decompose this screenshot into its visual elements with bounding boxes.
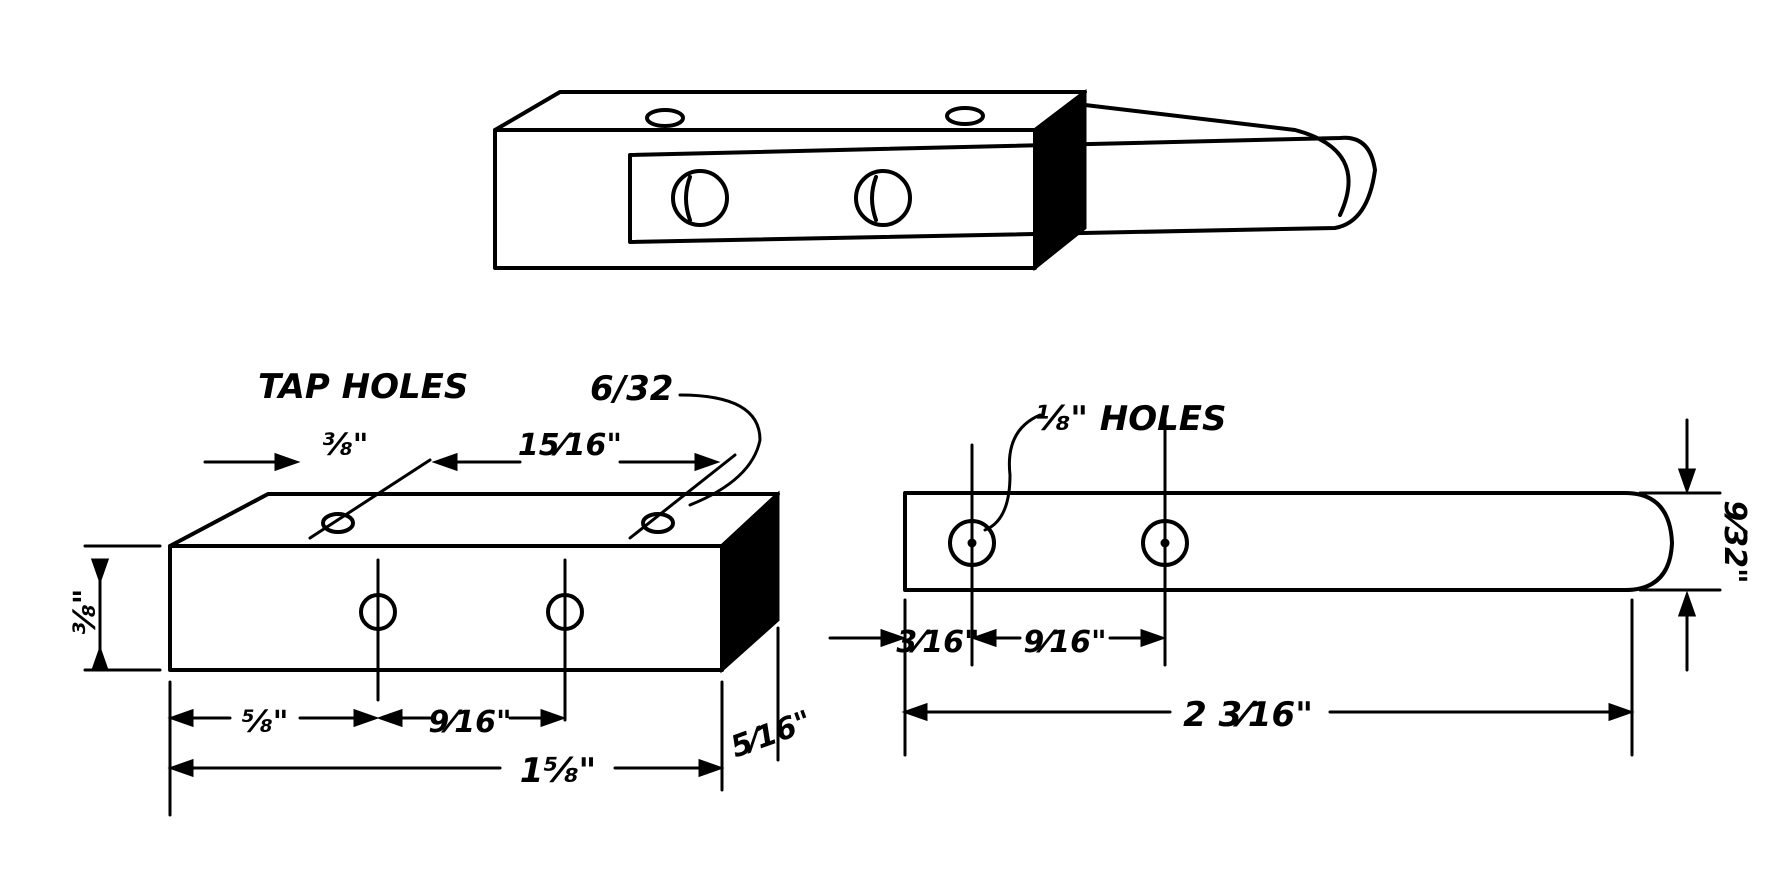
assembly-screw-right-slot (870, 175, 878, 222)
strip-view: ⅛" HOLES 3⁄16" 9⁄16" 2 3⁄16" (828, 399, 1752, 757)
dim-15-16-label: 15⁄16" (518, 428, 622, 463)
dim-height-up-arrow (90, 558, 110, 585)
dim-9-32-down-arrow (1677, 468, 1697, 495)
assembly-strip (628, 135, 1377, 244)
assembly-tap-hole-left (645, 108, 685, 128)
block-view: TAP HOLES 6/32 ⅜" 15⁄16" (68, 367, 816, 817)
assembly-tap-hole-right (945, 106, 985, 126)
dim-9-32-label: 9⁄32" (1717, 500, 1752, 583)
tap-size-leader (678, 393, 762, 507)
dim-1-5-8-left-arrow (167, 758, 194, 778)
dim-2-3-16-right-arrow (1608, 702, 1635, 722)
dim-3-8-top-label: ⅜" (322, 428, 369, 463)
dim-3-16-label: 3⁄16" (896, 625, 979, 660)
block-tap-hole-left (321, 512, 355, 534)
dim-9-32-up-arrow (1677, 590, 1697, 617)
dim-1-5-8-right-arrow (698, 758, 725, 778)
eighth-holes-label: ⅛" HOLES (1035, 399, 1226, 439)
dim-1-5-8-label: 1⅝" (520, 751, 597, 791)
top-hole-centerline-right (628, 453, 737, 540)
dim-height-down-arrow (90, 645, 110, 672)
dim-3-16-arrow (880, 628, 907, 648)
assembly-block-end-face (1033, 88, 1087, 272)
dim-5-16-label: 5⁄16" (726, 704, 816, 765)
dim-15-16-right-arrow (694, 452, 721, 472)
assembly-screw-left (671, 169, 729, 227)
dim-strip-9-16-label: 9⁄16" (1023, 625, 1106, 660)
tap-holes-label: TAP HOLES (258, 367, 468, 407)
assembly-screw-left-slot (684, 175, 692, 222)
dim-5-8-right-arrow (353, 708, 380, 728)
eighth-holes-leader (983, 413, 1042, 532)
dim-5-8-left-arrow (167, 708, 194, 728)
top-hole-centerline-left (308, 458, 432, 540)
dim-15-16-left-arrow (431, 452, 458, 472)
dim-9-16-left-arrow (376, 708, 403, 728)
assembly-strip-top-edge (1083, 103, 1351, 217)
block-top-face (168, 492, 780, 548)
dim-height-label: ⅜" (68, 589, 103, 636)
assembly-block-top-face (493, 90, 1087, 132)
assembled-latch-view (493, 88, 1377, 272)
dim-9-16-label: 9⁄16" (428, 705, 511, 740)
block-front-face (168, 544, 724, 672)
dim-strip-9-16-left-arrow (970, 628, 997, 648)
tap-size-label: 6/32 (590, 369, 673, 409)
dim-2-3-16-left-arrow (901, 702, 928, 722)
dim-5-8-label: ⅝" (242, 705, 289, 740)
assembly-screw-right (854, 169, 912, 227)
dim-9-16-right-arrow (540, 708, 567, 728)
dim-strip-9-16-right-arrow (1140, 628, 1167, 648)
dim-2-3-16-label: 2 3⁄16" (1183, 695, 1313, 735)
strip-outline (903, 491, 1674, 592)
block-end-face (720, 490, 780, 674)
